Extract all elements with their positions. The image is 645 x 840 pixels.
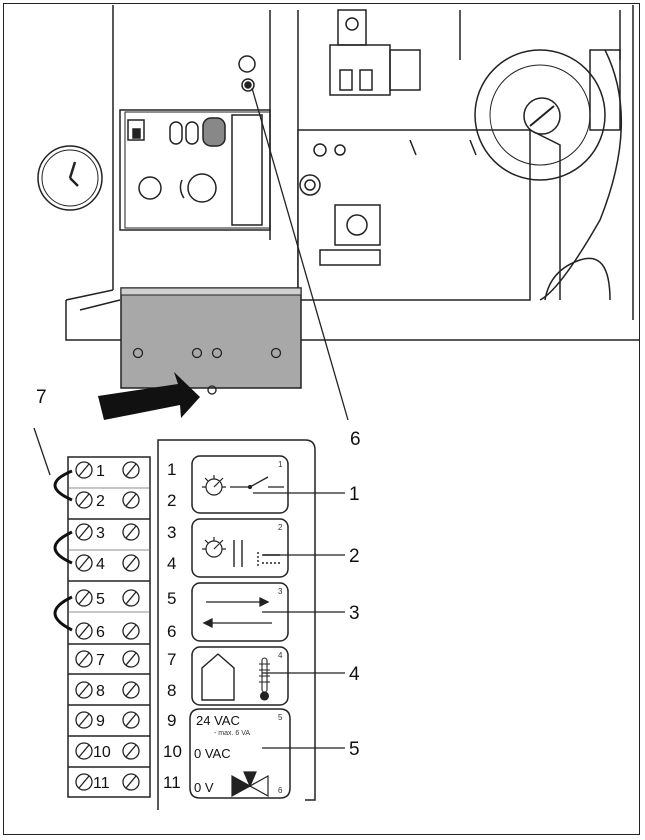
function-panel-outline: [157, 439, 316, 810]
function-card-3: 3: [191, 582, 345, 642]
callout-7-leader: [33, 427, 51, 476]
card-number: 4: [278, 651, 283, 660]
function-card-5: 5 24 VAC - max. 6 VA 0 VAC 0 V 6: [189, 708, 345, 799]
switch-contact-icon: [230, 476, 284, 490]
jumper-wire-1-2: [53, 469, 73, 502]
house-icon: [201, 653, 235, 701]
card-number: 3: [278, 587, 283, 596]
callout-3: 3: [349, 603, 360, 624]
terminal-number: 1: [96, 463, 105, 480]
supply-24vac-label: 24 VAC: [196, 713, 240, 728]
terminal-number: 7: [96, 652, 105, 669]
pin-number: 7: [167, 650, 176, 669]
jumper-wire-3-4: [53, 530, 73, 565]
card-number: 6: [278, 786, 283, 795]
dial-icon: [202, 537, 226, 558]
pin-number: 6: [167, 622, 176, 641]
boiler-illustration: [37, 5, 640, 341]
supply-0v-label: 0 V: [194, 780, 214, 795]
terminal-number: 11: [93, 775, 110, 792]
callout-7: 7: [36, 387, 47, 408]
terminal-number: 5: [96, 591, 105, 608]
terminal-screws-left: [75, 461, 93, 791]
terminal-number: 6: [96, 624, 105, 641]
pin-number: 3: [167, 523, 176, 542]
card-number: 1: [278, 460, 283, 469]
pin-number: 2: [167, 491, 176, 510]
terminal-number: 9: [96, 713, 105, 730]
callout-4: 4: [349, 664, 360, 685]
dial-icon: [202, 475, 226, 496]
bidirectional-arrows-icon: [202, 596, 272, 629]
jumper-wire-5-6: [53, 595, 73, 632]
jumper-wires: [53, 469, 73, 632]
function-card-2: 2: [191, 518, 345, 578]
terminal-number: 4: [96, 556, 105, 573]
supply-0vac-label: 0 VAC: [194, 746, 231, 761]
pin-number: 11: [163, 773, 181, 792]
callout-1: 1: [349, 484, 360, 505]
terminal-number: 10: [93, 744, 111, 761]
pin-number: 1: [167, 460, 176, 479]
pin-number: 5: [167, 589, 176, 608]
max-power-label: - max. 6 VA: [214, 730, 250, 737]
callout-5: 5: [349, 739, 360, 760]
terminal-number: 2: [96, 493, 105, 510]
insertion-arrow-icon: [98, 372, 200, 420]
thermometer-icon: [259, 657, 270, 701]
pin-number: 8: [167, 681, 176, 700]
pin-number: 9: [167, 711, 176, 730]
card-number: 5: [278, 713, 283, 722]
bracket-plate: [120, 287, 302, 395]
function-card-4: 4: [191, 646, 345, 706]
valve-icon: [231, 771, 269, 798]
callout-6: 6: [350, 429, 361, 450]
card-number: 2: [278, 523, 283, 532]
pin-number: 10: [163, 742, 182, 761]
callout-2: 2: [349, 546, 360, 567]
terminal-number: 3: [96, 525, 105, 542]
terminal-number: 8: [96, 683, 105, 700]
pin-number: 4: [167, 554, 176, 573]
callout-6-leader: [251, 87, 349, 421]
terminal-screws-right: [122, 461, 140, 791]
function-card-1: 1: [191, 455, 345, 514]
